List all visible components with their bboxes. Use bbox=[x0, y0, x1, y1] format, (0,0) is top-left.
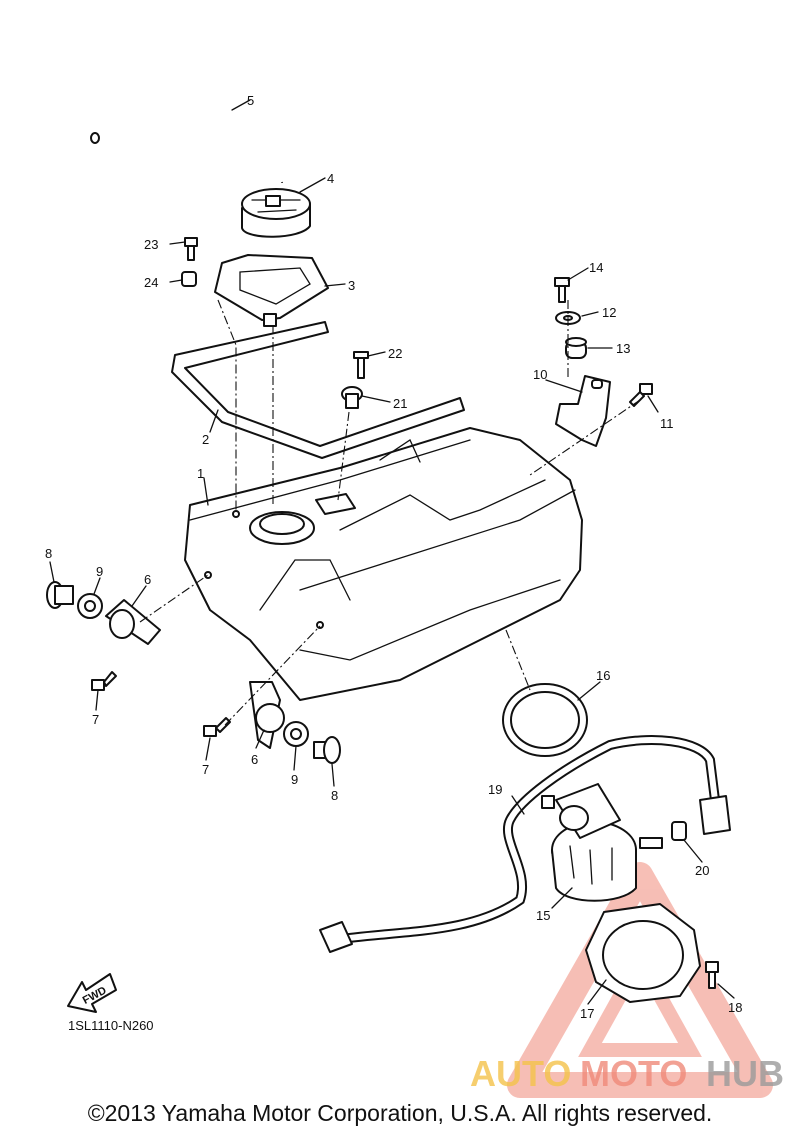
filler-bracket bbox=[214, 254, 329, 327]
callout-19: 19 bbox=[488, 782, 502, 797]
callout-9-left: 9 bbox=[96, 564, 103, 579]
callout-23: 23 bbox=[144, 237, 158, 252]
diagram-code: 1SL1110-N260 bbox=[68, 1018, 154, 1033]
callout-21: 21 bbox=[393, 396, 407, 411]
fuel-hose bbox=[319, 735, 731, 953]
copyright-notice: ©2013 Yamaha Motor Corporation, U.S.A. A… bbox=[87, 1100, 713, 1126]
callout-11: 11 bbox=[660, 416, 674, 431]
watermark-auto: AUTO bbox=[470, 1053, 571, 1094]
breather-hose bbox=[90, 94, 285, 183]
callout-4: 4 bbox=[327, 171, 334, 186]
bolt-23 bbox=[184, 237, 198, 261]
callout-9-right: 9 bbox=[291, 772, 298, 787]
bolt-8-right bbox=[313, 736, 341, 764]
damper-13 bbox=[565, 337, 587, 359]
callout-6-left: 6 bbox=[144, 572, 151, 587]
callout-17: 17 bbox=[580, 1006, 594, 1021]
callout-8-left: 8 bbox=[45, 546, 52, 561]
watermark-logo bbox=[507, 862, 773, 1098]
callout-14: 14 bbox=[589, 260, 603, 275]
callout-5: 5 bbox=[247, 93, 254, 108]
callout-7-left: 7 bbox=[92, 712, 99, 727]
bolt-18 bbox=[705, 961, 719, 989]
callout-15: 15 bbox=[536, 908, 550, 923]
forward-arrow-icon: FWD bbox=[67, 973, 117, 1013]
callout-3: 3 bbox=[348, 278, 355, 293]
bolt-8-left bbox=[46, 581, 74, 609]
watermark-text: AUTO MOTO HUB bbox=[470, 1053, 784, 1094]
retainer-plate bbox=[585, 903, 701, 1003]
damper-9-right bbox=[283, 721, 309, 747]
damper-9-left bbox=[77, 593, 103, 619]
callout-18: 18 bbox=[728, 1000, 742, 1015]
bolt-7-left bbox=[91, 671, 117, 691]
fuel-pump bbox=[541, 783, 663, 902]
callout-numbers: 5 4 3 23 24 2 22 21 1 14 12 13 10 11 8 9… bbox=[45, 93, 742, 1021]
callout-24: 24 bbox=[144, 275, 158, 290]
callout-16: 16 bbox=[596, 668, 610, 683]
bolt-7-right bbox=[203, 717, 231, 737]
watermark-moto: MOTO bbox=[580, 1053, 687, 1094]
callout-6-right: 6 bbox=[251, 752, 258, 767]
clip-20 bbox=[671, 821, 687, 841]
bracket-6-left bbox=[105, 599, 161, 645]
bolt-14 bbox=[554, 277, 570, 303]
callout-2: 2 bbox=[202, 432, 209, 447]
callout-20: 20 bbox=[695, 863, 709, 878]
watermark-hub: HUB bbox=[706, 1053, 784, 1094]
pump-gasket bbox=[502, 683, 588, 757]
callout-1: 1 bbox=[197, 466, 204, 481]
leader-lines bbox=[49, 99, 735, 1005]
grommet-21 bbox=[341, 386, 363, 409]
callout-13: 13 bbox=[616, 341, 630, 356]
callout-7-right: 7 bbox=[202, 762, 209, 777]
tank-seal bbox=[171, 321, 465, 459]
bracket-6-right bbox=[249, 681, 285, 749]
callout-10: 10 bbox=[533, 367, 547, 382]
callout-22: 22 bbox=[388, 346, 402, 361]
bolt-11 bbox=[629, 383, 653, 407]
fuel-tank bbox=[184, 427, 583, 701]
screw-22 bbox=[353, 351, 369, 379]
assembly-centerlines bbox=[139, 299, 641, 726]
callout-8-right: 8 bbox=[331, 788, 338, 803]
fuel-cap bbox=[241, 188, 311, 238]
callout-12: 12 bbox=[602, 305, 616, 320]
collar-24 bbox=[181, 271, 197, 287]
